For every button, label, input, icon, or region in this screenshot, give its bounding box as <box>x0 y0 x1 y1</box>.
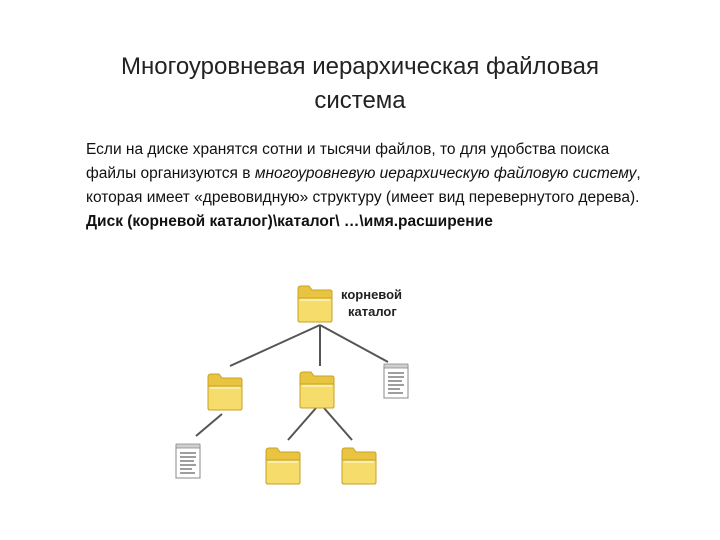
folder-icon <box>299 371 335 409</box>
paragraph-part-1: Если на диске хранятся сотни и тысячи фа… <box>86 141 610 182</box>
folder-icon <box>341 447 377 485</box>
paragraph-emphasis: многоуровневую иерархическую файловую си… <box>254 165 637 182</box>
root-label-line-1: корневой <box>341 287 402 302</box>
path-format: Диск (корневой каталог)\каталог\ …\имя.р… <box>86 213 493 230</box>
file-icon <box>175 443 201 479</box>
root-label-line-2: каталог <box>348 304 397 319</box>
paragraph-part-2: , которая имеет «древовидную» структуру … <box>86 165 641 206</box>
folder-icon <box>207 373 243 411</box>
tree-connectors <box>195 324 389 441</box>
title-line-2: система <box>314 87 406 114</box>
connector-middle-left <box>287 407 317 441</box>
folder-icon <box>265 447 301 485</box>
slide-title: Многоуровневая иерархическая файловая си… <box>110 50 610 118</box>
connector-left-file <box>195 413 223 437</box>
connector-middle-right <box>323 407 353 441</box>
connector-root-file <box>319 324 389 363</box>
title-line-1: Многоуровневая иерархическая файловая <box>121 53 599 80</box>
connector-root-left <box>229 324 321 367</box>
body-text: Если на диске хранятся сотни и тысячи фа… <box>86 138 656 234</box>
paragraph-description: Если на диске хранятся сотни и тысячи фа… <box>86 138 656 210</box>
root-folder-icon <box>297 285 333 323</box>
file-icon <box>383 363 409 399</box>
